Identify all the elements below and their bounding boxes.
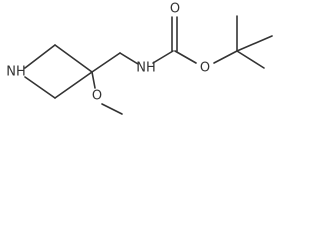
bond-ester-o-tbu bbox=[213, 50, 238, 64]
atom-label-carbonyl-o: O bbox=[170, 2, 180, 17]
atom-label-methoxy-o: O bbox=[92, 89, 102, 104]
bond-tbu-methyl-right bbox=[236, 35, 273, 52]
atom-label-azetidine-nh: NH bbox=[6, 65, 26, 80]
ring-bond-bottom-n bbox=[24, 76, 56, 99]
atom-label-ester-o: O bbox=[200, 61, 210, 76]
bond-c3-methoxy-o bbox=[91, 71, 96, 89]
bond-methoxy-o-methyl bbox=[101, 103, 123, 115]
chemical-structure-diagram: NH O NH O O bbox=[6, 2, 273, 115]
atom-label-amide-nh: NH bbox=[136, 61, 156, 76]
bond-carbonyl-ester-o bbox=[174, 50, 197, 64]
bond-nh-carbonyl-c bbox=[152, 50, 174, 64]
bond-tbu-methyl-bottom bbox=[236, 50, 265, 69]
ring-bond-n-top bbox=[24, 44, 56, 69]
ring-bond-top-c3 bbox=[54, 44, 93, 73]
bond-c3-ch2 bbox=[91, 52, 121, 73]
ring-bond-c3-bottom bbox=[54, 71, 93, 99]
bond-ch2-nh bbox=[119, 52, 139, 65]
